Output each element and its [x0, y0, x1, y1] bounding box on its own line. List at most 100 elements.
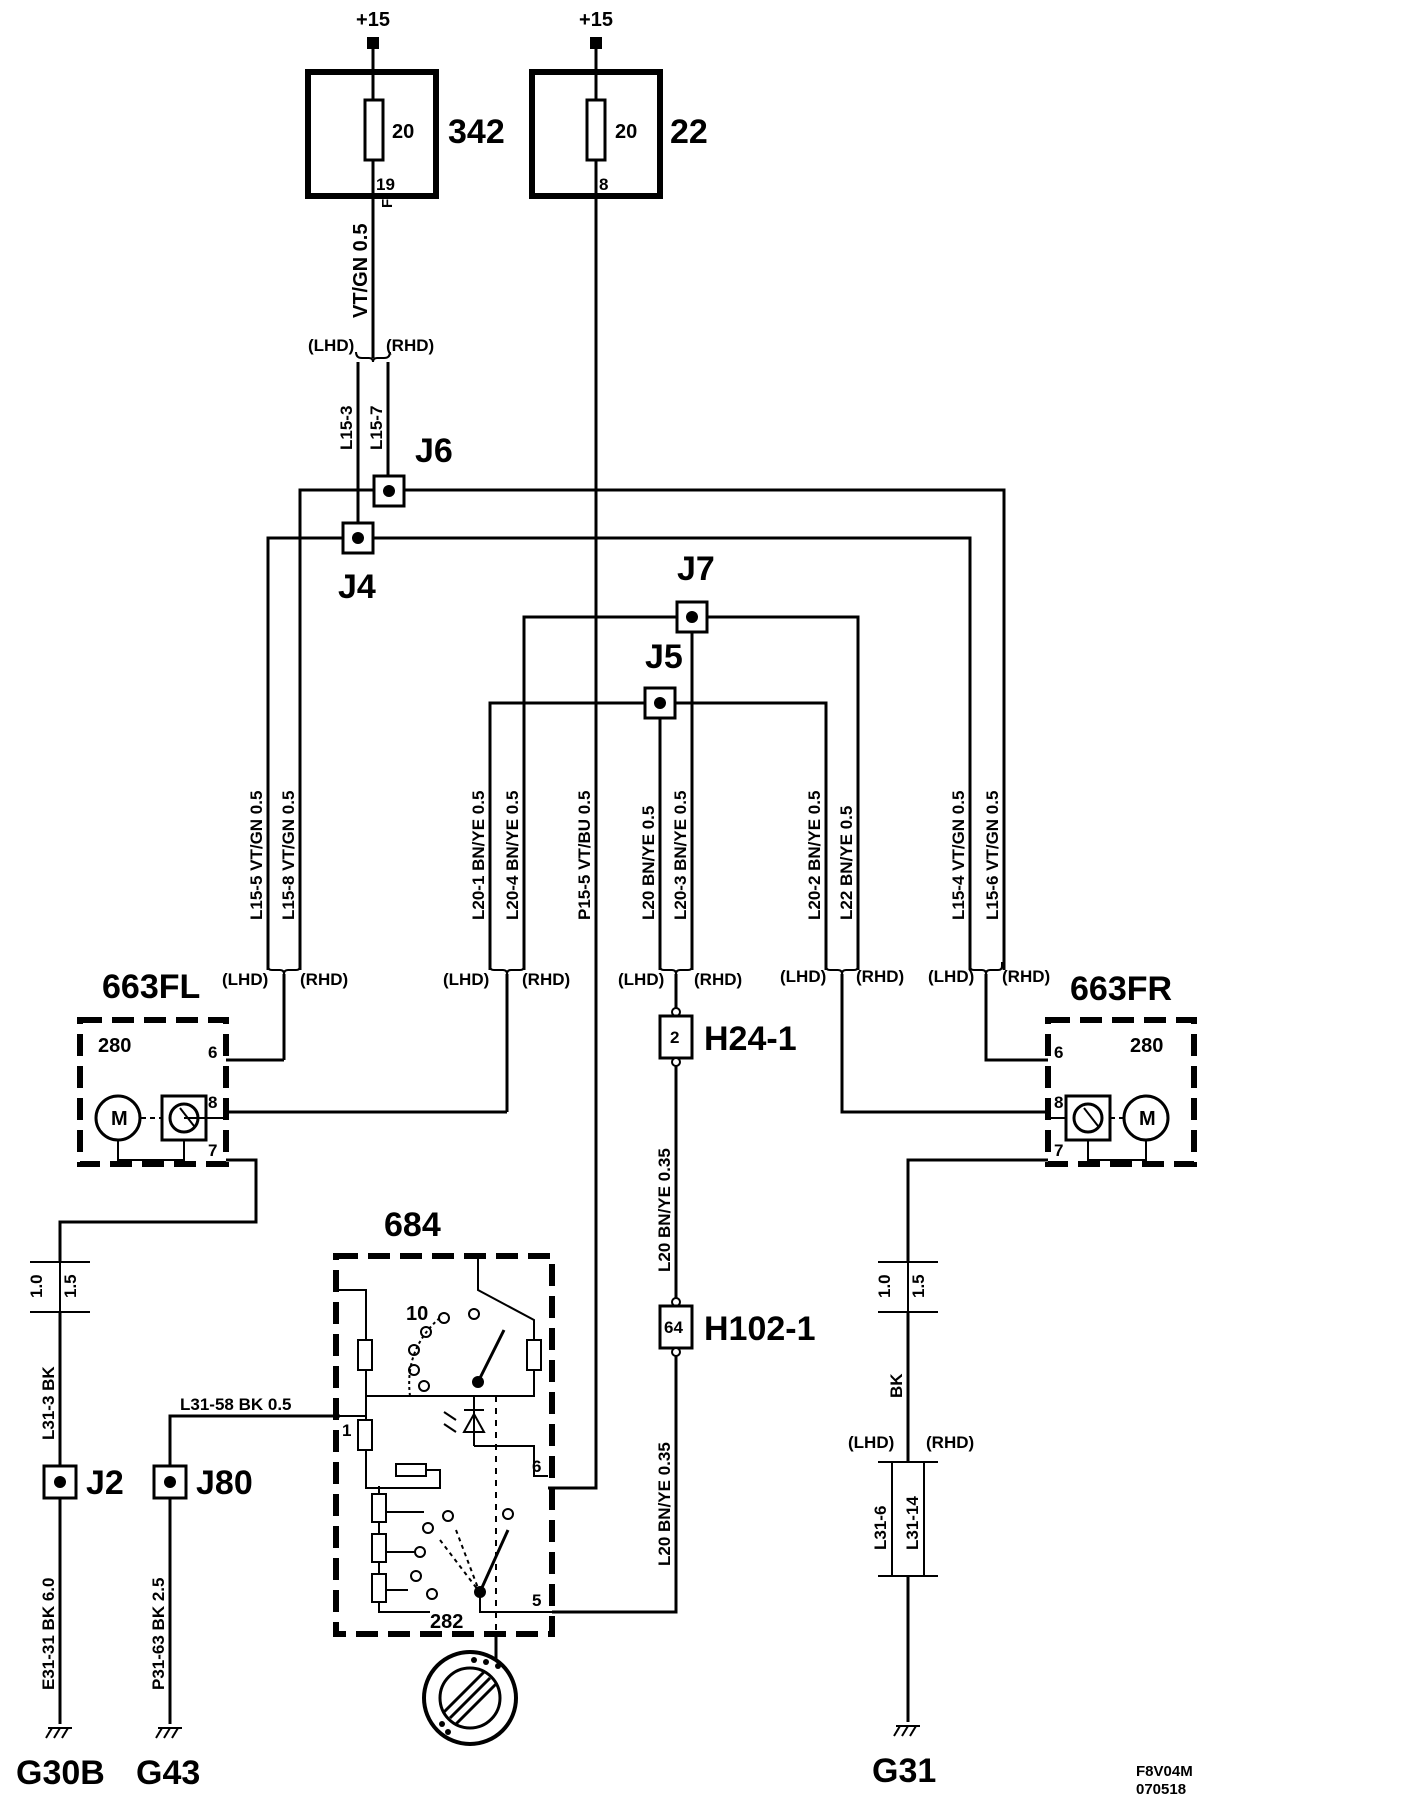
- wire-l20-low-path: [552, 1356, 678, 1614]
- fl-label: 663FL: [102, 968, 200, 1006]
- wire-l15-6: L15-6 VT/GN 0.5: [983, 791, 1002, 920]
- wire-l15-8: L15-8 VT/GN 0.5: [279, 791, 298, 920]
- supply-label-right: +15: [579, 9, 613, 31]
- wire-fr-ground: [906, 1158, 1048, 1262]
- fl-motor-label: M: [111, 1108, 128, 1130]
- supply-terminal-right: [590, 37, 602, 49]
- fr-pin8: 8: [1054, 1093, 1063, 1112]
- merge-fr-lhd: (LHD): [928, 967, 974, 986]
- merge-fb-rhd: (RHD): [522, 970, 570, 989]
- fuse-342-label: 342: [448, 113, 505, 151]
- bus-j6: [298, 488, 1006, 970]
- wire-l31-3: L31-3 BK: [39, 1366, 58, 1440]
- sw-label: 684: [384, 1206, 441, 1244]
- ground-g43: G43: [136, 1754, 200, 1792]
- fuse-22-rating: 20: [615, 121, 637, 143]
- component-684: 684 10 1: [333, 1206, 555, 1660]
- merge-fl: (LHD) (RHD): [222, 962, 348, 1060]
- fr-num: 280: [1130, 1035, 1163, 1057]
- merge-fr-fb: (LHD) (RHD): [780, 962, 1048, 1114]
- sw-lower-contacts: [410, 1508, 514, 1600]
- split-bottom-lhd: (LHD): [848, 1433, 894, 1452]
- fuse-22-element: [585, 98, 607, 162]
- merge-frfb-lhd: (LHD): [780, 967, 826, 986]
- size-brace-left: 1.0 1.5: [27, 1261, 90, 1313]
- component-663fl: 663FL 280 M 6 8 7: [77, 968, 507, 1167]
- wire-l31-6: L31-6: [871, 1506, 890, 1550]
- merge-fr-rhd: (RHD): [1002, 967, 1050, 986]
- fuse-342-rating: 20: [392, 121, 414, 143]
- junction-j6-label: J6: [415, 432, 453, 470]
- fr-box: [1045, 1017, 1197, 1167]
- size-left-10: 1.0: [27, 1274, 46, 1298]
- size-right-15: 1.5: [909, 1274, 928, 1298]
- fuse-342-pin-letter: F: [379, 199, 396, 208]
- merge-h24-lhd: (LHD): [618, 970, 664, 989]
- size-right-10: 1.0: [875, 1274, 894, 1298]
- wire-p15-5: P15-5 VT/BU 0.5: [575, 791, 594, 920]
- wire-l20-4: L20-4 BN/YE 0.5: [503, 791, 522, 920]
- ground-g43-icon: [155, 1727, 182, 1739]
- merge-fr: (LHD) (RHD): [928, 962, 1050, 1062]
- dimmer-knob-icon: [422, 1634, 518, 1746]
- fr-pin7: 7: [1054, 1141, 1063, 1160]
- fuse-22-label: 22: [670, 113, 708, 151]
- wire-l31-58-path: [168, 1414, 340, 1466]
- sw-pin6: 6: [532, 1457, 541, 1476]
- fl-pin7: 7: [208, 1141, 217, 1160]
- h102-label: H102-1: [704, 1310, 816, 1348]
- fuse-342-pin: 19: [376, 175, 395, 194]
- fl-num: 280: [98, 1035, 131, 1057]
- ground-g31-icon: [893, 1725, 920, 1737]
- merge-frfb-rhd: (RHD): [856, 967, 904, 986]
- wire-fl-ground: [58, 1158, 258, 1262]
- junction-j7-label: J7: [677, 550, 715, 588]
- ground-g30b-icon: [45, 1727, 72, 1739]
- fr-pin6: 6: [1054, 1043, 1063, 1062]
- wire-l20: L20 BN/YE 0.5: [639, 806, 658, 920]
- wire-l15-4: L15-4 VT/GN 0.5: [949, 791, 968, 920]
- split-top-lhd: (LHD): [308, 336, 354, 355]
- component-663fr: 663FR 280 M 6 8 7: [1045, 970, 1197, 1167]
- split-brace-top: [355, 351, 391, 363]
- wire-l22: L22 BN/YE 0.5: [837, 806, 856, 920]
- sw-upper-contacts: [408, 1308, 506, 1397]
- wire-l15-5: L15-5 VT/GN 0.5: [247, 791, 266, 920]
- split-bottom-rhd: (RHD): [926, 1433, 974, 1452]
- bus-j4: [266, 536, 972, 970]
- wire-l15-3: L15-3: [337, 406, 356, 450]
- merge-h24-rhd: (RHD): [694, 970, 742, 989]
- junction-j5-label: J5: [645, 638, 683, 676]
- sw-pin5: 5: [532, 1591, 541, 1610]
- sw-n282: 282: [430, 1611, 463, 1633]
- merge-fl-fb: (LHD) (RHD): [443, 962, 570, 1112]
- wire-vtgn-top: VT/GN 0.5: [350, 224, 372, 318]
- wire-l20-2: L20-2 BN/YE 0.5: [805, 791, 824, 920]
- wire-p31-63: P31-63 BK 2.5: [149, 1578, 168, 1690]
- split-top-rhd: (RHD): [386, 336, 434, 355]
- sw-pin1: 1: [342, 1421, 351, 1440]
- bus-j5: [488, 701, 828, 970]
- fuse-342-group: +15 20 342 19: [305, 9, 505, 199]
- sw-n10: 10: [406, 1303, 428, 1325]
- merge-fb-lhd: (LHD): [443, 970, 489, 989]
- fr-motor-label: M: [1139, 1108, 1156, 1130]
- fl-pin8: 8: [208, 1093, 217, 1112]
- wire-e31-31: E31-31 BK 6.0: [39, 1578, 58, 1690]
- wire-l20-1: L20-1 BN/YE 0.5: [469, 791, 488, 920]
- merge-fl-rhd: (RHD): [300, 970, 348, 989]
- wire-l31-58: L31-58 BK 0.5: [180, 1395, 292, 1414]
- size-brace-right: 1.0 1.5: [875, 1261, 938, 1313]
- fr-label: 663FR: [1070, 970, 1172, 1008]
- fuse-342-element: [363, 98, 385, 162]
- sw-box: [333, 1253, 555, 1637]
- supply-terminal-left: [367, 37, 379, 49]
- ground-g30b: G30B: [16, 1754, 105, 1792]
- wire-l20-low: L20 BN/YE 0.35: [655, 1442, 674, 1566]
- h24-label: H24-1: [704, 1020, 797, 1058]
- connector-h102: 64 H102-1: [658, 1297, 816, 1357]
- wire-l31-14: L31-14: [903, 1496, 922, 1550]
- junction-j7: [675, 600, 709, 634]
- doc-date: 070518: [1136, 1781, 1186, 1798]
